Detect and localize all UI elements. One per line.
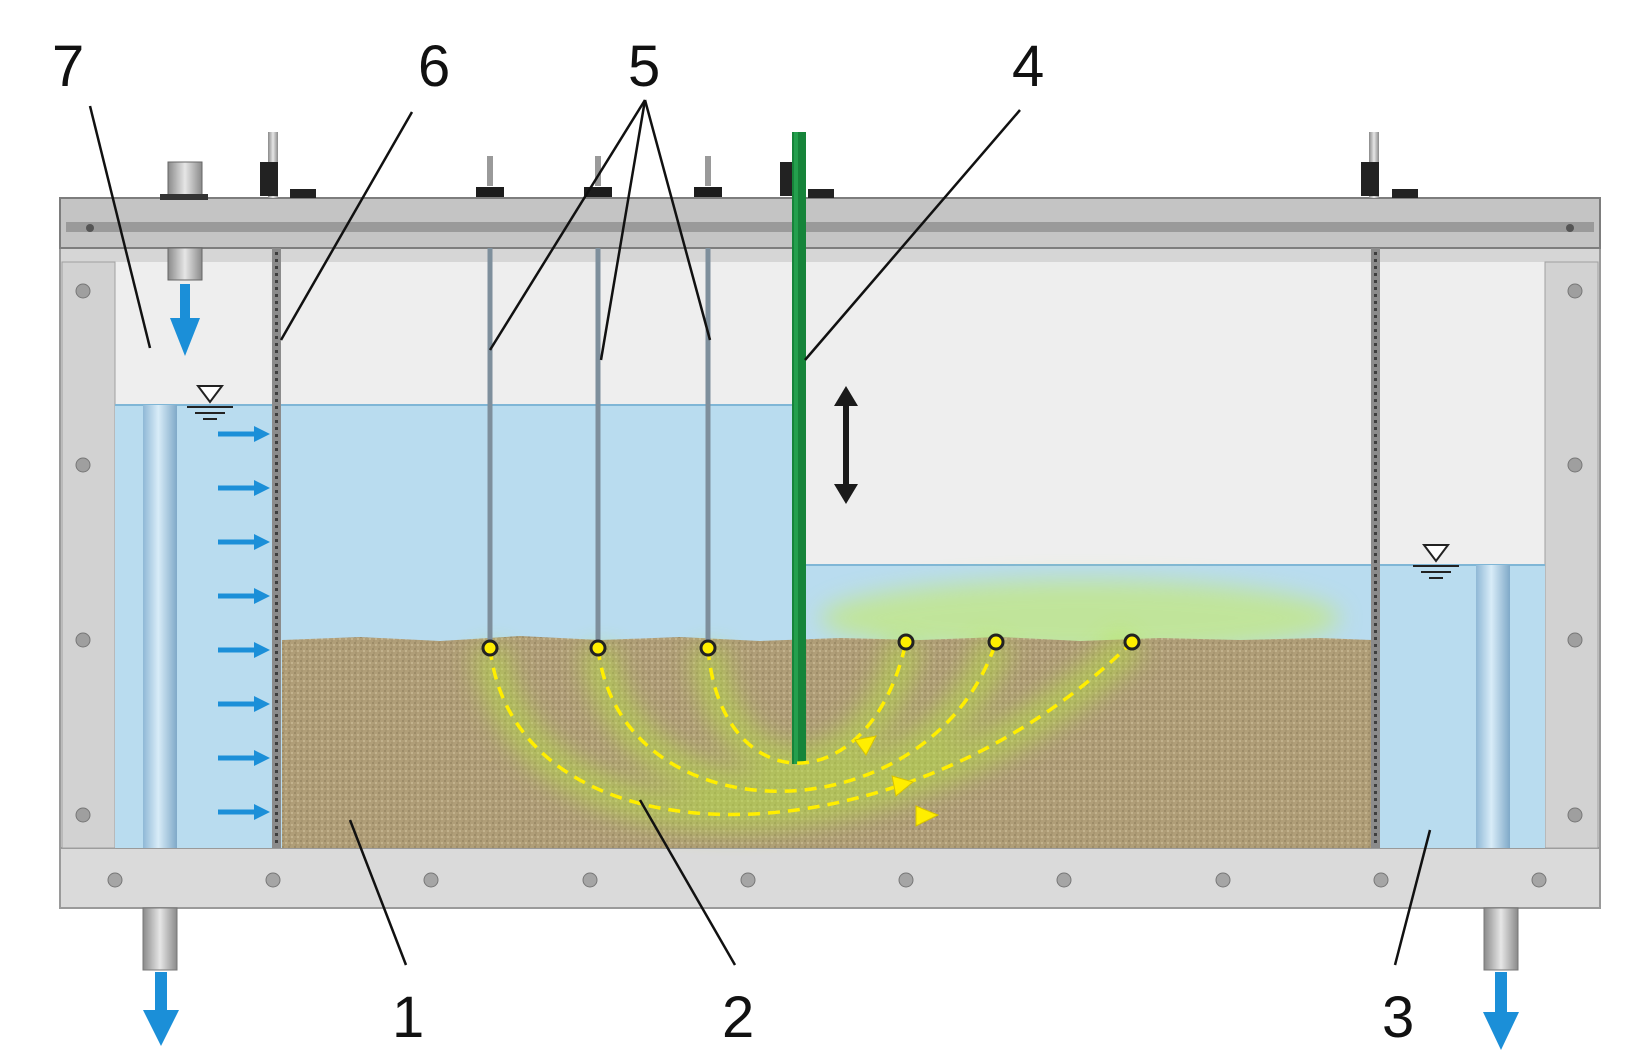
label-1: 1 [392,985,424,1050]
piezometer-tubes [487,248,711,648]
right-arrow-icon [218,696,270,712]
seepage-path-middle [596,641,998,793]
flow-arrow-icon [891,775,915,797]
label-3: 3 [1382,985,1414,1050]
down-arrow-icon [1483,972,1519,1050]
seepage-path-inner [706,641,908,765]
right-arrow-icon [218,750,270,766]
perforated-partitions [272,248,1380,848]
right-arrow-icon [218,588,270,604]
label-6: 6 [418,34,450,99]
down-arrow-icon [143,972,179,1046]
water-level-triangle-icon [1413,544,1459,579]
part-labels: 7 6 5 4 1 2 3 [52,34,1414,1050]
water-level-triangle-icon [187,385,233,420]
seepage-plume-glow [820,580,1340,656]
seepage-arrowheads [854,735,940,827]
flow-arrow-icon [915,805,940,827]
right-arrow-icon [218,534,270,550]
measurement-points [481,633,1141,657]
seepage-path-outer [488,640,1134,817]
side-walls [61,261,1599,849]
right-arrow-icon [218,804,270,820]
seepage-paths [488,640,1134,817]
right-arrow-icon [218,480,270,496]
outlet-pipes [142,907,1519,971]
flow-arrow-icon [854,735,877,756]
inflow-arrows [218,426,270,820]
top-fixtures [160,132,1418,281]
double-vertical-arrow-icon [834,386,858,504]
right-arrow-icon [218,642,270,658]
label-7: 7 [52,34,84,99]
leader-lines [88,99,1432,966]
label-4: 4 [1012,34,1044,99]
right-arrow-icon [218,426,270,442]
bottom-bolts [107,872,1547,888]
label-2: 2 [722,985,754,1050]
left-overflow-pipe [143,405,177,848]
label-5: 5 [628,34,660,99]
right-overflow-pipe [1476,565,1510,848]
down-arrow-icon [170,284,200,356]
